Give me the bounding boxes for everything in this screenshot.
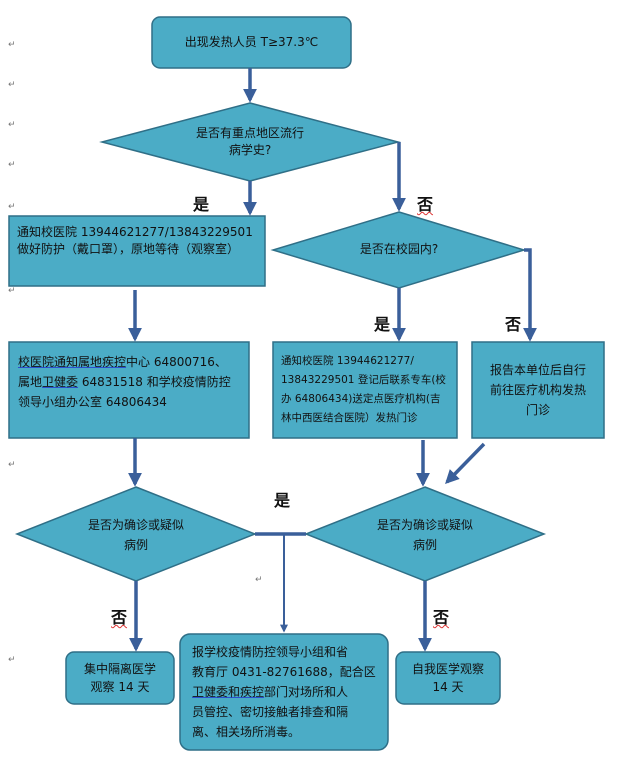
report-line4: 员管控、密切接触者排查和隔: [192, 705, 349, 719]
transfer-line3: 办 64806434)送定点医疗机构(吉: [281, 393, 441, 405]
transfer-line1: 通知校医院 13944621277/: [281, 355, 414, 367]
school-clinic-box-shape: [8, 215, 266, 287]
decision-on-campus: 是否在校园内?: [359, 242, 439, 256]
paragraph-mark: ↵: [8, 40, 16, 50]
paragraph-mark: ↵: [8, 286, 16, 296]
paragraph-mark: ↵: [255, 575, 263, 585]
transfer-box-shape: [272, 341, 458, 439]
paragraph-mark: ↵: [8, 80, 16, 90]
isolation-line1: 集中隔离医学: [83, 662, 156, 676]
school-clinic-box: 通知校医院 13944621277/13843229501 做好防护（戴口罩），…: [17, 224, 265, 258]
decision-confirmed-right-line2: 病例: [412, 538, 437, 552]
arrow-d2-no: [523, 248, 537, 342]
label-no-3: 否: [111, 608, 128, 627]
notify-cdc-line2-c: 64831518 和学校疫情防控: [78, 375, 231, 389]
notify-cdc-line3: 领导小组办公室 64806434: [18, 395, 167, 409]
label-no-1: 否: [417, 195, 434, 214]
notify-cdc-line1-b: 通知属地疾控: [54, 355, 127, 369]
self-report-line3: 门诊: [525, 403, 550, 417]
self-observation-line1: 自我医学观察: [411, 662, 484, 676]
label-yes-1: 是: [193, 195, 210, 214]
report-line3: 卫健委和疾控部门对场所和人: [192, 682, 386, 702]
school-clinic-line2: 做好防护（戴口罩），原地等待（观察室）: [17, 242, 240, 256]
self-report-box-shape: [471, 341, 605, 439]
label-yes-2: 是: [374, 315, 391, 334]
paragraph-mark: ↵: [8, 655, 16, 665]
self-report-line2: 前往医疗机构发热: [489, 383, 586, 397]
notify-cdc-line2-b: 卫健委: [42, 375, 79, 389]
decision-confirmed-right-line1: 是否为确诊或疑似: [376, 518, 473, 532]
report-line3-a: 卫健委和疾控: [192, 685, 265, 699]
notify-cdc-line1-a: 校医院: [18, 355, 55, 369]
self-report-box: 报告本单位后自行 前往医疗机构发热 门诊: [472, 360, 604, 420]
decision-epidemic-history: 是否有重点地区流行 病学史?: [150, 125, 350, 159]
self-observation-box: 自我医学观察 14 天: [396, 660, 500, 696]
school-clinic-line1: 通知校医院 13944621277/13843229501: [17, 225, 253, 239]
notify-cdc-box-shape: [8, 341, 250, 439]
notify-cdc-line2: 属地卫健委 64831518 和学校疫情防控: [18, 372, 250, 392]
label-no-4: 否: [433, 608, 450, 627]
decision-confirmed-left-line2: 病例: [123, 538, 148, 552]
start-node: 出现发热人员 T≥37.3℃: [184, 35, 319, 49]
label-no-2: 否: [505, 315, 522, 334]
self-observation-box-shape: [395, 651, 501, 705]
report-line2: 教育厅 0431-82761688，配合区: [192, 665, 376, 679]
report-line3-b: 部门对场所和人: [264, 685, 349, 699]
decision-epidemic-history-line1: 是否有重点地区流行: [195, 126, 304, 140]
decision-confirmed-right: 是否为确诊或疑似 病例: [345, 515, 505, 555]
isolation-line2: 观察 14 天: [90, 680, 150, 694]
self-report-line1: 报告本单位后自行: [489, 363, 586, 377]
decision-epidemic-history-line2: 病学史?: [228, 143, 272, 157]
report-line1: 报学校疫情防控领导小组和省: [192, 645, 349, 659]
decision-confirmed-left-line1: 是否为确诊或疑似: [87, 518, 184, 532]
decision-confirmed-left: 是否为确诊或疑似 病例: [56, 515, 216, 555]
paragraph-mark: ↵: [8, 460, 16, 470]
notify-cdc-line1-c: 中心 64800716、: [126, 355, 227, 369]
label-yes-3: 是: [274, 491, 291, 510]
arrow-selfreport-to-d3right: [445, 442, 486, 485]
report-box: 报学校疫情防控领导小组和省 教育厅 0431-82761688，配合区 卫健委和…: [192, 642, 386, 742]
transfer-box: 通知校医院 13944621277/ 13843229501 登记后联系专车(校…: [281, 352, 457, 428]
transfer-line2: 13843229501 登记后联系专车(校: [281, 374, 446, 386]
notify-cdc-line2-a: 属地: [18, 375, 43, 389]
paragraph-mark: ↵: [8, 160, 16, 170]
self-observation-line2: 14 天: [432, 680, 464, 694]
report-line5: 离、相关场所消毒。: [192, 725, 301, 739]
report-box-shape: [179, 633, 389, 751]
isolation-box: 集中隔离医学 观察 14 天: [66, 660, 174, 696]
isolation-box-shape: [65, 651, 175, 705]
paragraph-mark: ↵: [8, 202, 16, 212]
notify-cdc-line1: 校医院通知属地疾控中心 64800716、: [18, 352, 250, 372]
transfer-line4: 林中西医结合医院）发热门诊: [281, 412, 418, 424]
notify-cdc-box: 校医院通知属地疾控中心 64800716、 属地卫健委 64831518 和学校…: [18, 352, 250, 412]
paragraph-mark: ↵: [8, 120, 16, 130]
